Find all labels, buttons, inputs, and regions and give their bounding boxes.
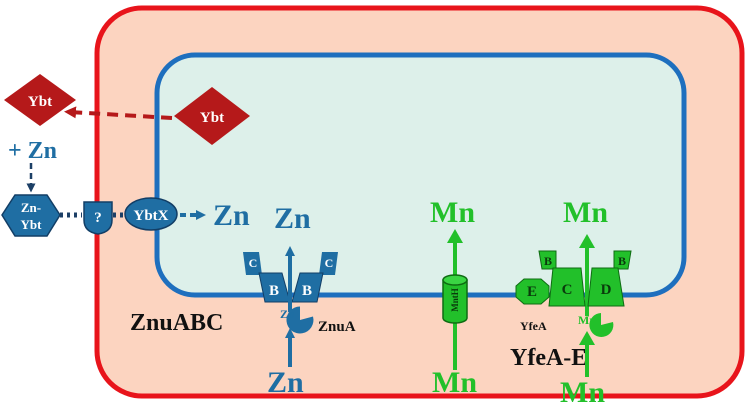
cylinder-icon bbox=[442, 279, 468, 324]
hexagon-icon bbox=[1, 194, 61, 237]
mn-yfe-arrowhead bbox=[579, 234, 595, 248]
zn-released-label: Zn bbox=[213, 199, 250, 232]
mn-inside-label: Mn bbox=[430, 196, 475, 229]
yfea-label: YfeA bbox=[520, 319, 547, 333]
ybt-diamond-icon bbox=[174, 87, 250, 145]
znub-right-label: B bbox=[302, 283, 312, 299]
plus-zn-label: + Zn bbox=[8, 138, 57, 164]
ellipse-icon bbox=[124, 197, 178, 231]
ybt-diamond-icon bbox=[4, 74, 76, 126]
yfee-protein bbox=[515, 278, 550, 305]
znuc-left bbox=[243, 252, 262, 275]
zn-ybt-complex: Zn- Ybt bbox=[1, 194, 61, 237]
zn-outside-label: Zn bbox=[267, 366, 304, 399]
yfe-system-label: YfeA-E bbox=[510, 345, 587, 371]
yfed-label: D bbox=[601, 282, 612, 298]
ybtx-transporter: YbtX bbox=[124, 197, 178, 231]
bound-zn-label: Zn bbox=[280, 307, 295, 321]
ybt-inner-molecule: Ybt bbox=[174, 87, 250, 145]
yfee-label: E bbox=[527, 284, 537, 300]
yfeb-right bbox=[613, 250, 632, 270]
cylinder-top bbox=[442, 274, 468, 286]
znub-left-label: B bbox=[269, 283, 279, 299]
inner-membrane bbox=[154, 52, 687, 298]
shield-icon bbox=[83, 201, 113, 235]
mnth-label: MntH bbox=[450, 288, 460, 312]
yfed-protein bbox=[587, 267, 625, 307]
ybt-outer-molecule: Ybt bbox=[4, 74, 76, 126]
mn-outside-label: Mn bbox=[432, 366, 477, 399]
yfeb-right-label: B bbox=[618, 254, 626, 268]
yfea-binding-protein bbox=[589, 313, 614, 337]
znua-label: ZnuA bbox=[318, 319, 356, 335]
ybt-outer-label: Ybt bbox=[28, 94, 52, 110]
yfeb-left-label: B bbox=[544, 254, 552, 268]
complex-label-line2: Ybt bbox=[21, 217, 43, 232]
mnth-channel: MntH bbox=[442, 274, 468, 324]
pacman-icon bbox=[589, 313, 614, 337]
yfec-protein bbox=[548, 267, 586, 307]
znuc-left-label: C bbox=[249, 256, 258, 270]
pacman-icon bbox=[286, 306, 314, 334]
ybtx-label: YbtX bbox=[133, 208, 168, 224]
ybt-inner-label: Ybt bbox=[200, 110, 224, 126]
mn-yfe-outside-label: Mn bbox=[560, 376, 605, 409]
znuc-right-label: C bbox=[325, 256, 334, 270]
znua-binding-protein bbox=[286, 306, 314, 334]
znuabc-label: ZnuABC bbox=[130, 310, 223, 336]
unknown-label: ? bbox=[94, 210, 102, 226]
mn-mnth-arrowhead bbox=[447, 229, 463, 243]
znuabc-transporter: C C B B bbox=[243, 252, 338, 303]
yfeabcde-transporter: B B C D E bbox=[515, 250, 632, 307]
unknown-transporter: ? bbox=[83, 201, 113, 235]
mn-yfe-inside-label: Mn bbox=[563, 196, 608, 229]
znub-right bbox=[291, 272, 324, 303]
mn-yfe-uptake-arrowhead bbox=[579, 331, 595, 345]
complex-label-line1: Zn- bbox=[21, 200, 41, 215]
znuc-right bbox=[319, 252, 338, 275]
zn-inside-label: Zn bbox=[274, 202, 311, 235]
yfec-label: C bbox=[562, 282, 573, 298]
